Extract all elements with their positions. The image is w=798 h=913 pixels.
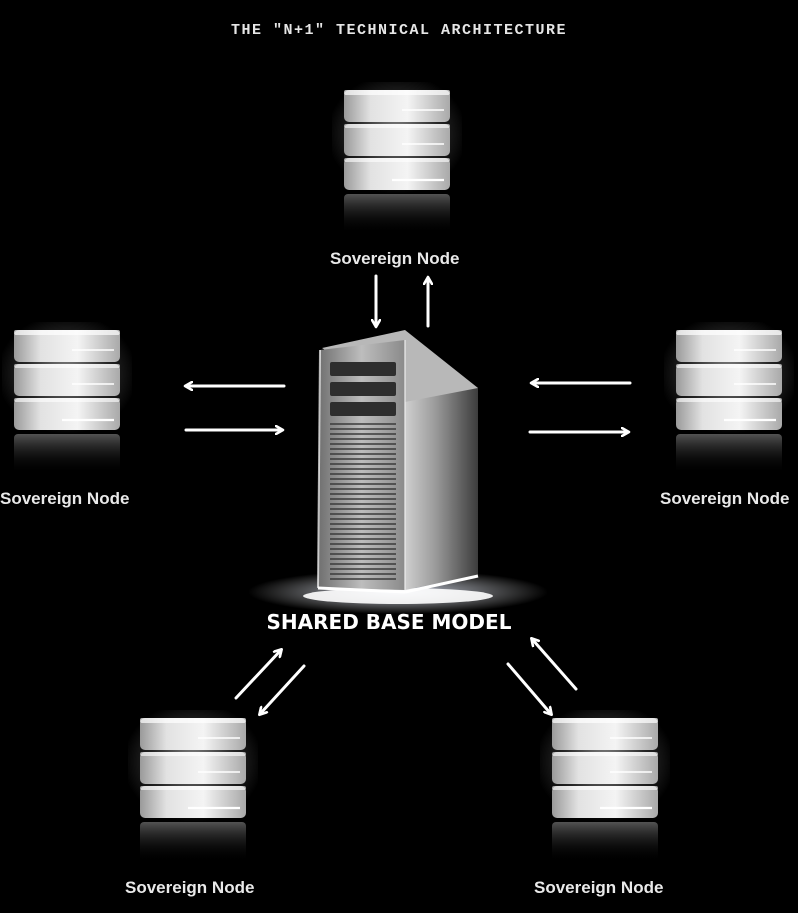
node-label-right: Sovereign Node (660, 489, 790, 508)
arrow-bottom-right-up (532, 639, 578, 691)
shared-base-model-label: SHARED BASE MODEL (266, 610, 512, 634)
arrow-bottom-left-down (260, 664, 306, 714)
arrow-bottom-left-up (234, 650, 281, 700)
diagram-title: THE "N+1" TECHNICAL ARCHITECTURE (230, 22, 568, 39)
node-label-bottom-right: Sovereign Node (534, 878, 664, 897)
node-label-bottom-left: Sovereign Node (125, 878, 255, 897)
node-label-top: Sovereign Node (330, 249, 460, 268)
arrow-bottom-right-down (506, 662, 551, 714)
node-label-left: Sovereign Node (0, 489, 130, 508)
